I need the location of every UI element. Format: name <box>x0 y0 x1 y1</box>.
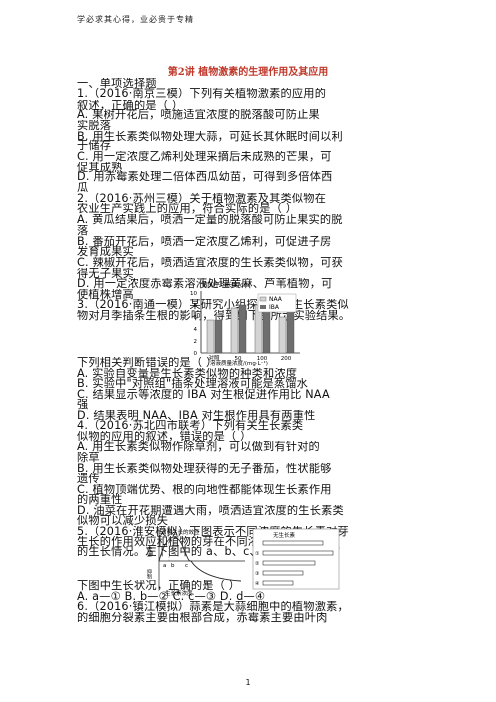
text-line: 除草 <box>77 452 100 464</box>
text-line: 下列相关判断错误的是（ ） <box>77 357 218 369</box>
x-category-label: 200 <box>281 356 292 362</box>
bud-item-1: ① <box>255 551 260 557</box>
text-line: C. 结果显示等浓度的 IBA 对生根促进作用比 NAA <box>77 389 330 401</box>
text-line: 的生长情况。左下图中的 a、b、c、d 点所对应的右 <box>77 546 341 558</box>
bud-item-2: ② <box>255 561 260 567</box>
text-line: B. 番茄开花后，喷洒一定浓度乙烯利，可促进子房 <box>77 236 332 248</box>
text-line: 瓜 <box>77 182 89 194</box>
text-line: 6.（2016·镇江模拟）蒜素是大蒜细胞中的植物激素， <box>77 601 349 613</box>
fig2-promote: 促进 <box>146 546 152 558</box>
text-line: 的细胞分裂素主要由根部合成，赤霉素主要由叶肉 <box>77 612 328 624</box>
page-header: 学必求其心得，业必贵于专精 <box>77 15 194 24</box>
text-line: 下图中生长状况，正确的是（ ） <box>77 580 241 592</box>
bar-naa <box>230 307 239 354</box>
text-line: 生长的作用效应和植物的芽在不同浓度生长素溶液中 <box>77 536 339 548</box>
y-tick-label: 10 <box>190 291 197 297</box>
text-line: D. 油菜在开花期遭遇大雨，喷洒适宜浓度的生长素类 <box>77 505 344 517</box>
text-line: A. 黄瓜结果后，喷洒一定量的脱落酸可防止果实的脱 <box>77 214 343 226</box>
text-line: 1.（2016·南京三模）下列有关植物激素的应用的 <box>77 88 327 100</box>
y-tick-label: 0 <box>194 351 198 357</box>
x-category-label: 100 <box>257 356 268 362</box>
legend-iba: IBA <box>269 304 280 311</box>
bar-naa <box>206 319 215 354</box>
text-line: 5.（2016·淮安模拟）下图表示不同浓度的生长素对芽 <box>77 526 349 538</box>
text-line: 促其成熟 <box>77 162 123 174</box>
text-line: 似物的应用的叙述，错误的是（ ） <box>77 431 252 443</box>
text-line: 似物可以减少损失 <box>77 515 169 527</box>
point-b: b <box>171 563 175 569</box>
bar-iba <box>238 304 247 354</box>
point-a: a <box>163 563 166 569</box>
x-category-label: 50 <box>235 356 242 362</box>
growth-effect-figure: 对芽生长的效应 促进 抑制 a b c d 生长素浓度 无生长素 ① ② ③ ④ <box>146 528 340 597</box>
y-tick-label: 2 <box>194 339 198 345</box>
chart-xlabel: 溶液质量浓度/(mg·L⁻¹) <box>210 359 268 367</box>
bar-naa <box>278 316 287 354</box>
text-line: 物对月季插条生根的影响，得到如下图所示实验结果。 <box>77 310 351 322</box>
text-line: B. 用生长素类似物处理大蒜，可延长其休眠时间以利 <box>77 131 343 143</box>
bar-iba <box>214 319 223 354</box>
chart-ylabel: 根的平均长度/cm <box>202 281 249 289</box>
text-line: 实脱落 <box>77 120 112 132</box>
text-line: A. 果树开花后，喷施适宜浓度的脱落酸可防止果 <box>77 109 320 121</box>
text-line: 发育成果实 <box>77 246 134 258</box>
text-line: 遗传 <box>77 473 100 485</box>
bud-item-3: ③ <box>255 571 259 577</box>
text-line: C. 植物顶端优势、根的向地性都能体现生长素作用 <box>77 484 332 496</box>
text-line: A. a—① B. b—② C. c—③ D. d—④ <box>77 591 266 603</box>
text-line: B. 用生长素类似物处理获得的无子番茄，性状能够 <box>77 463 332 475</box>
text-line: C. 辣椒开花后，喷洒适宜浓度的生长素类似物，可获 <box>77 257 344 269</box>
text-line: 使植株增高 <box>77 289 134 301</box>
fig2-inhibit: 抑制 <box>146 568 152 580</box>
text-line: 的两重性 <box>77 494 123 506</box>
text-line: 2.（2016·苏州三模）关于植物激素及其类似物在 <box>77 193 327 205</box>
text-line: 强 <box>77 399 89 411</box>
text-line: 一、单项选择题 <box>77 78 157 90</box>
bud-items: ① ② ③ ④ <box>255 540 334 587</box>
legend-naa: NAA <box>269 296 283 303</box>
text-line: D. 结果表明 NAA、IBA 对生根作用具有两重性 <box>77 410 316 422</box>
text-line: 农业生产实践上的应用，符合实际的是（ ） <box>77 203 298 215</box>
text-line: 3.（2016·南通一模）某研究小组探究两种生长素类似 <box>77 299 349 311</box>
y-tick-label: 6 <box>194 315 198 321</box>
text-line: D. 用赤霉素处理二倍体西瓜幼苗，可得到多倍体西 <box>77 171 333 183</box>
text-line: 落 <box>77 225 89 237</box>
lesson-title: 第2讲 植物激素的生理作用及其应用 <box>167 67 329 78</box>
text-line: B. 实验中"对照组"插条处理溶液可能是蒸馏水 <box>77 378 309 390</box>
text-line: D. 用一定浓度赤霉素溶液处理黄麻、芦苇植物，可 <box>77 278 333 290</box>
text-line: A. 实验自变量是生长素类似物的种类和浓度 <box>77 368 298 380</box>
x-category-label: 对照 <box>208 354 220 362</box>
fig2-ylabel: 对芽生长的效应 <box>161 528 200 536</box>
text-line: 于储存 <box>77 140 112 152</box>
text-line: 4.（2016·苏北四市联考）下列有关生长素类 <box>77 420 304 432</box>
bar-chart: 根的平均长度/cm 0 2 4 6 8 10 对照 50 100 200 NAA IBA 溶液质… <box>190 281 300 367</box>
y-tick-label: 4 <box>194 327 198 333</box>
y-tick-label: 8 <box>194 303 198 309</box>
text-line: C. 用一定浓度乙烯利处理采摘后未成熟的芒果，可 <box>77 151 332 163</box>
text-line: A. 用生长素类似物作除草剂，可以做到有针对的 <box>77 441 320 453</box>
fig2-right-title: 无生长素 <box>273 531 296 539</box>
text-line: 得无子果实 <box>77 268 134 280</box>
fig2-xlabel: 生长素浓度 <box>165 589 193 597</box>
point-d: d <box>205 581 209 587</box>
text-line: 叙述，正确的是（ ） <box>77 100 184 112</box>
bud-item-4: ④ <box>255 581 260 587</box>
page-number: 1 <box>245 678 251 687</box>
point-c: c <box>185 563 188 569</box>
bar-iba <box>286 310 295 354</box>
